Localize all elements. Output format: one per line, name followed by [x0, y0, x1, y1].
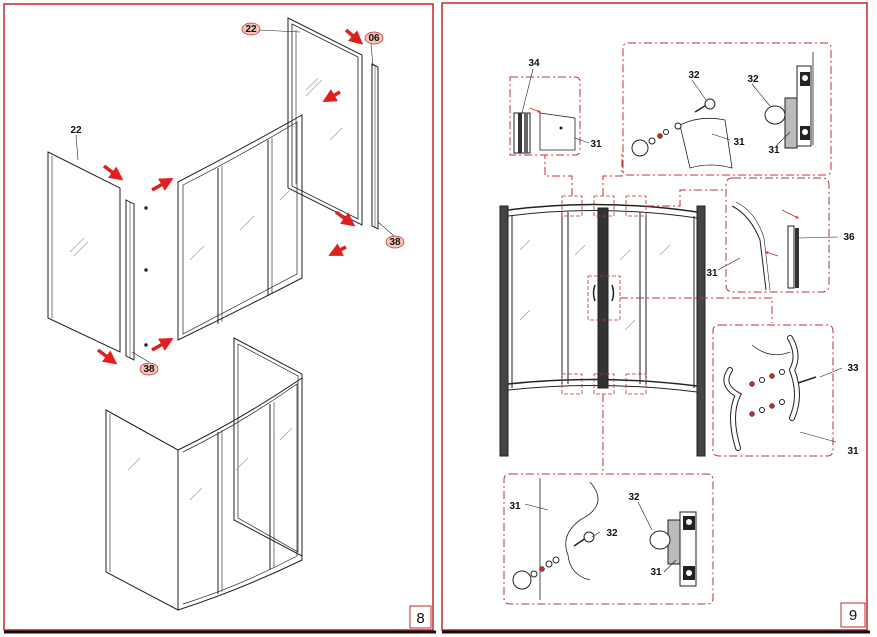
page-number-box [409, 605, 432, 629]
detail-connectors [544, 154, 773, 474]
assembled-enclosure [105, 337, 303, 611]
left-seal-strip [125, 199, 148, 361]
label-22-left: 22 [70, 125, 82, 136]
page-8: 8 [3, 3, 436, 634]
label-06: 06 [368, 33, 380, 44]
detail-magnetic-seal: 36 31 [706, 177, 855, 293]
page-9-border [441, 2, 868, 631]
label-31: 31 [650, 567, 662, 578]
label-badge [385, 235, 405, 249]
label-31: 31 [706, 268, 718, 279]
page-number-box [840, 602, 866, 628]
label-22-top: 22 [245, 24, 257, 35]
enclosure-front-view [499, 203, 706, 457]
label-38-left: 38 [143, 364, 155, 375]
label-31: 31 [768, 145, 780, 156]
label-31: 31 [509, 501, 521, 512]
page-8-border [3, 3, 434, 631]
top-fixed-panel [287, 17, 363, 226]
label-32: 32 [747, 74, 759, 85]
detail-handles: 33 31 [712, 324, 859, 457]
detail-wall-profile: 34 31 [509, 58, 602, 156]
detail-top-rollers: 32 32 31 31 [622, 42, 832, 176]
label-32: 32 [628, 492, 640, 503]
label-badge [241, 22, 261, 36]
label-34: 34 [528, 58, 540, 69]
page-number: 8 [416, 610, 424, 627]
label-31: 31 [847, 446, 859, 457]
left-fixed-panel [47, 151, 121, 353]
label-32: 32 [606, 528, 618, 539]
detail-bottom-rollers: 31 32 32 31 [503, 473, 714, 605]
label-31: 31 [590, 139, 602, 150]
label-32: 32 [688, 70, 700, 81]
label-badge [139, 362, 159, 376]
page-number: 9 [849, 607, 857, 624]
label-38-right: 38 [389, 237, 401, 248]
detail-markers [561, 195, 647, 395]
label-33: 33 [847, 363, 859, 374]
curved-sliding-door [177, 114, 303, 341]
top-seal-strip [371, 63, 379, 230]
page-9: 9 [441, 2, 870, 634]
label-badge [364, 31, 384, 45]
assembly-arrows [96, 28, 364, 365]
label-36: 36 [843, 232, 855, 243]
label-31: 31 [733, 137, 745, 148]
